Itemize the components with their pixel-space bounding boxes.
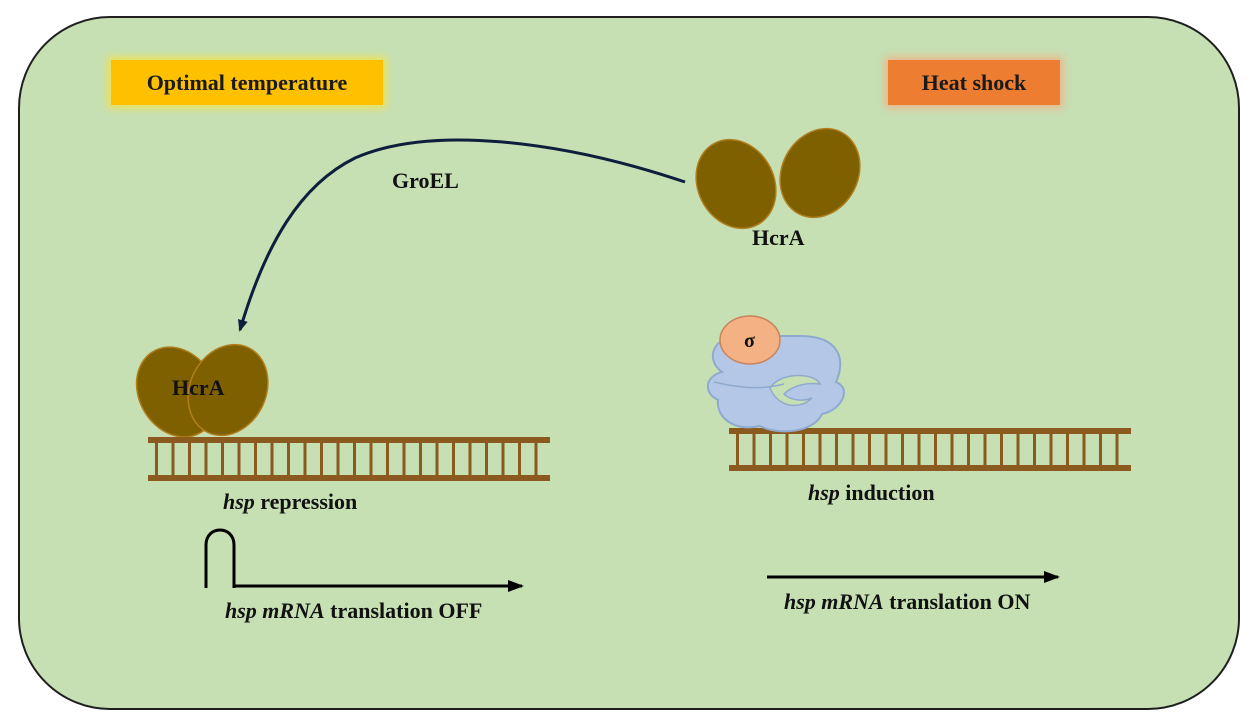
dna-rung xyxy=(171,443,175,475)
dna-rung xyxy=(188,443,191,475)
induction-label: hsp induction xyxy=(808,480,935,506)
translation-on-gene: hsp mRNA xyxy=(784,589,884,614)
dna-rung xyxy=(204,443,208,475)
dna-rung xyxy=(1000,434,1003,465)
dna-rung xyxy=(419,443,422,475)
dna-rung xyxy=(983,434,987,465)
hcra-bound-label: HcrA xyxy=(172,375,225,400)
repression-word: repression xyxy=(260,489,358,514)
dna-rung xyxy=(884,434,888,465)
dna-rung xyxy=(303,443,307,475)
dna-rung xyxy=(386,443,389,475)
translation-off-word: translation OFF xyxy=(330,598,483,623)
dna-rung xyxy=(353,443,356,475)
dna-rung xyxy=(868,434,871,465)
dna-rung xyxy=(917,434,921,465)
dna-rung xyxy=(802,434,805,465)
dna-ladder-icon xyxy=(148,437,550,481)
dna-rung xyxy=(950,434,954,465)
dna-rung xyxy=(1033,434,1036,465)
dna-rung xyxy=(1066,434,1069,465)
dna-rung xyxy=(818,434,822,465)
dna-rung xyxy=(501,443,505,475)
dna-rung xyxy=(934,434,937,465)
hcra-free-label: HcrA xyxy=(752,225,805,250)
sigma-label: σ xyxy=(744,330,755,352)
translation-on-label: hsp mRNA translation ON xyxy=(784,589,1030,615)
groel-arrow xyxy=(238,138,686,332)
optimal-temperature-header: Optimal temperature xyxy=(111,60,383,105)
dna-rung xyxy=(1099,434,1102,465)
dna-rung xyxy=(736,434,739,465)
dna-rung xyxy=(518,443,521,475)
dna-rung xyxy=(851,434,855,465)
repression-gene: hsp xyxy=(223,489,255,514)
dna-rung xyxy=(435,443,439,475)
dna-rung xyxy=(369,443,373,475)
dna-rung xyxy=(835,434,838,465)
dna-rung xyxy=(901,434,904,465)
groel-label: GroEL xyxy=(392,168,459,193)
dna-rung xyxy=(336,443,340,475)
dna-rung xyxy=(270,443,274,475)
dna-rung xyxy=(287,443,290,475)
dna-rung xyxy=(1115,434,1119,465)
dna-rung xyxy=(452,443,455,475)
heat-shock-header: Heat shock xyxy=(888,60,1060,105)
dna-rung xyxy=(1049,434,1053,465)
heat-shock-label: Heat shock xyxy=(921,69,1027,95)
sigma-factor-icon xyxy=(719,315,781,365)
dna-rung xyxy=(485,443,488,475)
induction-gene: hsp xyxy=(808,480,840,505)
induction-word: induction xyxy=(845,480,935,505)
optimal-temperature-label: Optimal temperature xyxy=(146,69,348,95)
translation-on-word: translation ON xyxy=(889,589,1031,614)
dna-rung xyxy=(752,434,756,465)
dna-rung xyxy=(155,443,158,475)
hcra-bound-icon xyxy=(135,343,269,438)
dna-rung xyxy=(769,434,772,465)
dna-rung xyxy=(320,443,323,475)
dna-rung xyxy=(785,434,789,465)
translation-off-label: hsp mRNA translation OFF xyxy=(225,598,482,624)
translation-off-gene: hsp mRNA xyxy=(225,598,325,623)
dna-rung xyxy=(254,443,257,475)
dna-rung xyxy=(1016,434,1020,465)
repression-label: hsp repression xyxy=(223,489,357,515)
dna-rung xyxy=(1082,434,1086,465)
dna-rung xyxy=(221,443,224,475)
dna-rung xyxy=(468,443,472,475)
dna-rung xyxy=(967,434,970,465)
dna-ladder-icon xyxy=(729,428,1131,471)
dna-rung xyxy=(237,443,241,475)
hairpin-icon xyxy=(204,528,236,588)
dna-rung xyxy=(534,443,538,475)
hcra-dimer-icon xyxy=(695,127,861,230)
dna-rung xyxy=(402,443,406,475)
